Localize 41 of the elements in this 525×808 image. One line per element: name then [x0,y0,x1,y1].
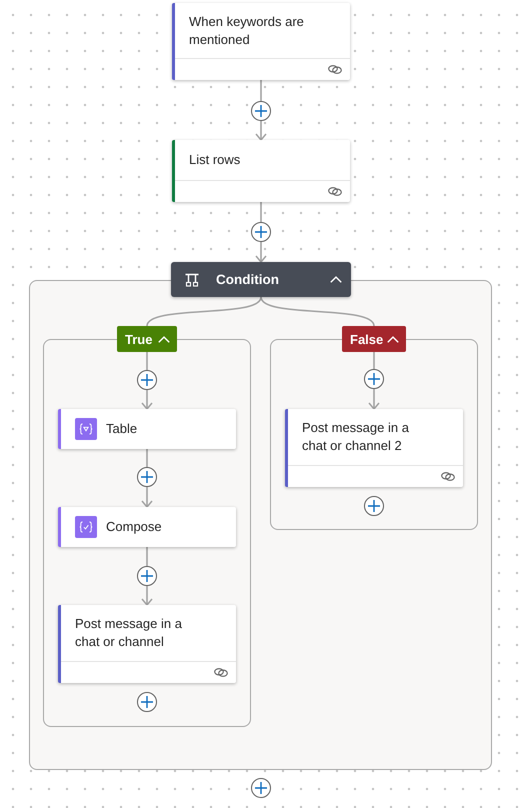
add-button [137,467,157,487]
branch-tag [117,326,177,352]
connector-line [146,296,262,326]
connector-line [373,352,375,369]
add-button [251,778,271,798]
arrow [255,121,267,141]
connector-line [260,296,375,326]
arrow [141,390,153,410]
add-button [251,222,271,242]
connector-line [146,352,148,370]
arrow [368,389,380,410]
arrow [141,586,153,606]
action-card [58,409,236,449]
add-button [364,496,384,516]
action-card [285,409,463,487]
branch-label: False [350,332,384,346]
branch-tag [342,326,406,352]
connector-line [146,547,148,566]
arrow [255,242,267,263]
condition-header [171,262,351,297]
action-title: Table [106,420,138,438]
action-title: Post message in a chat or channel [75,615,183,651]
add-button [137,692,157,712]
action-title: List rows [189,151,240,169]
add-button [251,101,271,121]
action-card [172,3,350,80]
condition-title: Condition [216,272,279,287]
connector-line [260,80,262,101]
add-button [137,566,157,586]
action-card [58,507,236,547]
connector-line [260,202,262,222]
action-title: Compose [106,518,162,536]
action-card [58,605,236,683]
connector-line [146,449,148,467]
action-card [172,140,350,202]
action-title: When keywords are mentioned [189,12,305,48]
action-title: Post message in a chat or channel 2 [302,419,410,455]
branch-label: True [125,332,152,346]
add-button [364,369,384,389]
arrow [141,487,153,508]
add-button [137,370,157,390]
